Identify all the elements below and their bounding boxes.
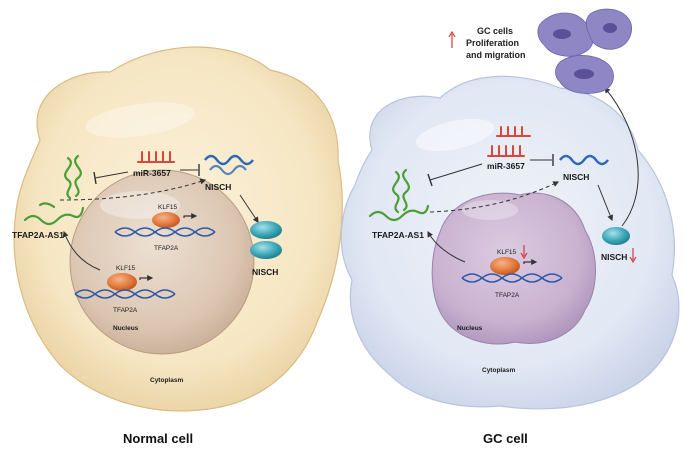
normal-cell-highlight xyxy=(85,102,195,138)
normal-lncrna-transcription-arrow xyxy=(62,230,101,271)
gc-transcription-arrow xyxy=(523,259,538,265)
gc-lncrna-transcription-arrow xyxy=(427,230,466,263)
migrating-gc-cells-icon xyxy=(537,8,632,94)
normal-nisch-protein-icon xyxy=(250,221,282,259)
normal-cell-panel: miR-3657 NISCH TFAP2A-AS1 NISCH KLF15 xyxy=(12,46,343,446)
gc-cell-highlight xyxy=(415,118,495,152)
normal-mirna-label: miR-3657 xyxy=(133,168,171,178)
normal-nisch-protein-label: NISCH xyxy=(252,267,278,277)
gc-tfap2a-label: TFAP2A xyxy=(495,292,520,299)
normal-nisch-mrna-icon xyxy=(204,154,254,166)
gc-cell-panel: miR-3657 NISCH TFAP2A-AS1 KLF15 TFAP2A N… xyxy=(340,8,680,446)
gc-inhibit-lncrna-mirna xyxy=(429,163,483,181)
gc-cytoplasm-label: Cytoplasm xyxy=(482,367,515,374)
gc-outcome-line1: GC cells xyxy=(477,26,513,36)
gc-nisch-down-arrowhead xyxy=(629,256,637,264)
gc-dashed-arrow xyxy=(429,181,560,213)
normal-tfap2a-bottom-label: TFAP2A xyxy=(113,307,138,314)
normal-klf15-top-icon xyxy=(152,212,180,228)
normal-klf15-bottom-icon xyxy=(107,273,137,291)
gc-nucleus-label: Nucleus xyxy=(457,325,483,332)
normal-translation-arrow xyxy=(239,194,259,223)
gc-klf15-down-arrowhead xyxy=(520,252,528,260)
normal-klf15-bottom-label: KLF15 xyxy=(116,265,136,272)
gc-inhibit-bar-1 xyxy=(427,173,433,187)
normal-dashed-arrow xyxy=(59,178,207,201)
gc-nisch-protein-label: NISCH xyxy=(601,252,627,262)
gc-mirna-label: miR-3657 xyxy=(487,161,525,171)
normal-transcription-arrow-top xyxy=(183,213,198,219)
normal-tfap2a-top-label: TFAP2A xyxy=(154,245,179,252)
gc-klf15-icon xyxy=(490,257,520,275)
gc-dna-icon xyxy=(461,273,563,283)
gc-outcome-line3: and migration xyxy=(466,50,526,60)
normal-cytoplasm-label: Cytoplasm xyxy=(150,377,183,384)
gc-klf15-label: KLF15 xyxy=(497,249,517,256)
gc-outcome-arrow xyxy=(604,87,639,227)
normal-transcription-arrow-bottom xyxy=(139,275,154,281)
gc-lncrna-icon xyxy=(368,168,430,222)
normal-dna-bottom-icon xyxy=(74,289,176,299)
normal-lncrna-label: TFAP2A-AS1 xyxy=(12,230,64,240)
normal-nucleus-highlight xyxy=(100,191,180,219)
normal-klf15-top-label: KLF15 xyxy=(158,204,178,211)
normal-lncrna-icon xyxy=(23,154,85,226)
normal-mirna-icon xyxy=(137,151,175,163)
gc-translation-arrow xyxy=(597,184,614,222)
gc-nisch-mrna-label: NISCH xyxy=(563,172,589,182)
gc-mirna-icon-upper xyxy=(496,126,531,137)
normal-inhibit-lncrna-mirna xyxy=(94,171,129,179)
gc-nucleus-highlight xyxy=(462,200,518,220)
gc-outcome-up-arrowhead xyxy=(448,30,456,38)
normal-nisch-mrna-icon-2 xyxy=(209,164,247,176)
gc-nisch-protein-icon xyxy=(602,227,630,245)
normal-cell-title: Normal cell xyxy=(123,431,193,446)
normal-nucleus-label: Nucleus xyxy=(113,325,139,332)
normal-nisch-mrna-label: NISCH xyxy=(205,182,231,192)
normal-inhibit-bar-1 xyxy=(93,171,97,185)
gc-cell-title: GC cell xyxy=(483,431,528,446)
gc-mirna-icon-lower xyxy=(487,145,525,157)
gc-nisch-mrna-icon xyxy=(559,154,609,166)
gc-lncrna-label: TFAP2A-AS1 xyxy=(372,230,424,240)
gc-outcome-line2: Proliferation xyxy=(466,38,519,48)
normal-dna-top-icon xyxy=(114,227,216,237)
normal-cell-nucleus xyxy=(69,169,255,355)
